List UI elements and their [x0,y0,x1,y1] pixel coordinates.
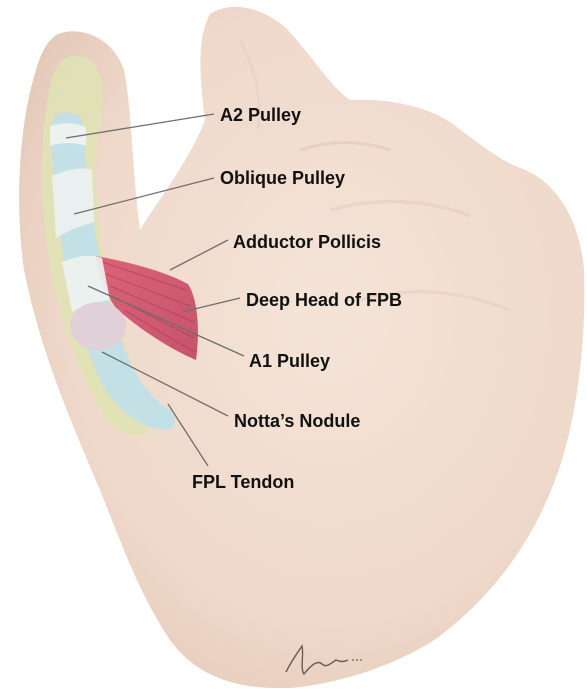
label-nottas-nodule: Notta’s Nodule [234,412,360,430]
signature-dots [352,659,362,661]
nottas-nodule [70,302,126,350]
label-adductor-pollicis: Adductor Pollicis [233,233,381,251]
label-fpl-tendon: FPL Tendon [192,473,294,491]
label-oblique-pulley: Oblique Pulley [220,169,345,187]
label-a1-pulley: A1 Pulley [249,352,330,370]
label-a2-pulley: A2 Pulley [220,106,301,124]
label-deep-head-fpb: Deep Head of FPB [246,291,402,309]
a2-pulley [50,123,86,146]
